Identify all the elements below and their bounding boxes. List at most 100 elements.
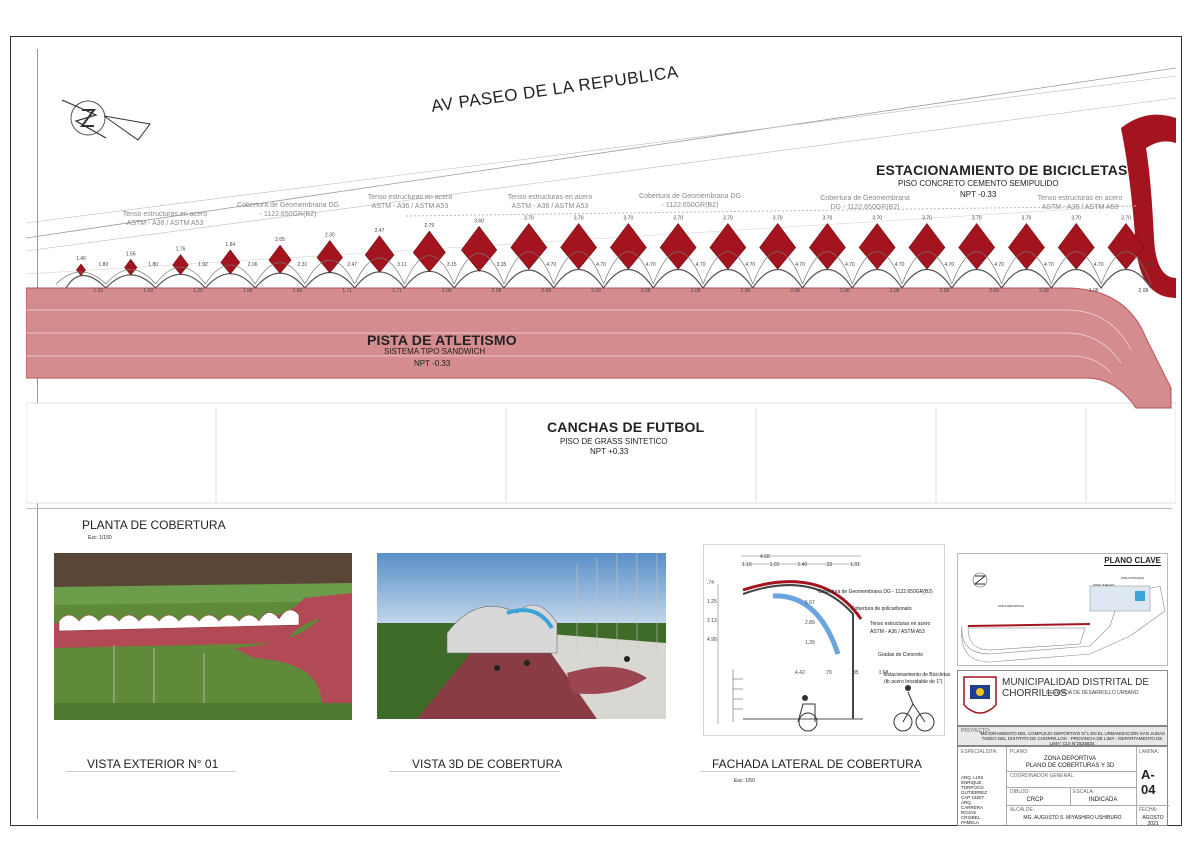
canopy-module (461, 225, 498, 272)
canopy-frame (951, 251, 1002, 285)
dimension-label: 3.60 (474, 218, 484, 224)
facade-dim: 4.68 (760, 554, 770, 560)
canopy-frame (652, 251, 704, 285)
facade-note: Tenso estructuras en acero (870, 621, 931, 627)
project-text: "MEJORAMIENTO DEL COMPLEJO DEPORTIVO N°1… (979, 731, 1165, 746)
canopy-frame (901, 251, 953, 285)
key-plan-label: ZONA JUEGOS (1093, 583, 1115, 587)
department: GERENCIA DE DESARROLLO URBANO (1046, 690, 1139, 696)
dimension-label: 2.05 (275, 237, 285, 243)
dimension-label: 4.70 (845, 262, 855, 268)
dimension-label: 3.35 (497, 262, 507, 268)
canopy-module (609, 223, 647, 270)
canopy-frame (453, 253, 505, 285)
dimension-label: 3.70 (922, 216, 932, 222)
canopy-frame (503, 251, 555, 285)
dimension-label: 3.70 (673, 216, 683, 222)
canopy-frame (354, 257, 405, 285)
render-3d (377, 553, 666, 719)
site-plan: 1.461.801.201.561.801.081.761.921.251.84… (26, 67, 1176, 504)
dimension-label: 1.76 (176, 247, 186, 253)
dimension-label: 3.70 (823, 216, 833, 222)
dimension-label: 1.71 (342, 288, 352, 294)
fields-floor: PISO DE GRASS SINTETICO (560, 437, 668, 446)
dimension-label: 3.70 (1071, 216, 1081, 222)
canopy-row: 1.461.801.201.561.801.081.761.921.251.84… (55, 205, 1154, 294)
track-title: PISTA DE ATLETISMO (367, 332, 517, 348)
dimension-label: 4.70 (994, 262, 1004, 268)
dimension-label: 3.70 (624, 216, 634, 222)
canopy-frame (55, 271, 107, 285)
plan-scale: Esc: 1/150 (88, 535, 112, 541)
dimension-label: 2.08 (641, 288, 651, 294)
dimension-label: 3.70 (1022, 216, 1032, 222)
dimension-label: 2.06 (248, 262, 258, 268)
canopy-frame (254, 262, 306, 285)
facade-note: (tb acero Inoxidable de 1") (884, 679, 943, 685)
dimension-label: 3.70 (524, 216, 534, 222)
key-plan-label: ZONA PISCINAS (1121, 576, 1145, 580)
dimension-label: 1.71 (392, 288, 402, 294)
canopy-module (858, 223, 896, 270)
drawn-by: CRCP (1026, 797, 1044, 803)
canopy-frame (404, 255, 455, 285)
dimension-label: 2.08 (691, 288, 701, 294)
view-label: VISTA EXTERIOR N° 01 (87, 757, 219, 771)
dimension-label: 4.70 (745, 262, 755, 268)
facade-drawing (703, 544, 945, 736)
dimension-label: 2.08 (790, 288, 800, 294)
dimension-label: 2.47 (347, 262, 357, 268)
dimension-label: 3.70 (972, 216, 982, 222)
fields-npt: NPT +0.33 (590, 447, 629, 456)
dimension-label: 4.70 (795, 262, 805, 268)
dimension-label: 4.70 (895, 262, 905, 268)
canopy-frame (1001, 251, 1052, 285)
project-box: PROYECTO: "MEJORAMIENTO DEL COMPLEJO DEP… (957, 726, 1168, 746)
dimension-label: 2.08 (940, 288, 950, 294)
canopy-frame (851, 251, 903, 285)
canopy-frame (205, 264, 256, 285)
facade-scale: Esc: 1/50 (734, 778, 755, 784)
dimension-label: 2.08 (541, 288, 551, 294)
date-value: AGOSTO 2021 (1142, 815, 1164, 827)
canopy-module (510, 223, 548, 270)
canopy-module (364, 235, 395, 273)
facade-note: Estacionamiento de Bicicletas (884, 672, 951, 678)
canopy-frame (553, 251, 604, 285)
canopy-frame (1100, 251, 1152, 285)
dimension-label: 4.70 (1144, 262, 1154, 268)
track-npt: NPT -0.33 (414, 359, 451, 368)
parking-line (405, 205, 1137, 217)
mayor-name: MG. AUGUSTO S. MIYASHIRO USHIBURO (1023, 815, 1122, 821)
facade-note: Cobertura de Geomembrana DG - 1122.650GR… (818, 589, 933, 595)
facade-note: ASTM - A36 / ASTM A53 (870, 629, 925, 635)
canopy-frame (702, 251, 754, 285)
sheet-name: PLANO DE COBERTURAS Y 3D (1025, 763, 1115, 769)
dimension-label: 2.08 (1039, 288, 1049, 294)
sheet-zone: ZONA DEPORTIVA (1043, 756, 1097, 762)
title-block-body: ESPECIALISTA: ARQ. LUIS ENRIQUE TORPOCO … (957, 746, 1169, 827)
canopy-module (412, 230, 446, 273)
canopy-frame (105, 269, 156, 285)
dimension-label: 3.70 (773, 216, 783, 222)
canopy-module (316, 240, 343, 274)
canopy-module (1107, 223, 1145, 270)
scale-value: INDICADA (1088, 797, 1118, 803)
canopy-frame (603, 251, 654, 285)
canopy-module (220, 249, 241, 275)
dimension-label: 4.70 (596, 262, 606, 268)
dimension-label: 3.70 (723, 216, 733, 222)
dimension-label: 2.08 (890, 288, 900, 294)
track-system: SISTEMA TIPO SANDWICH (384, 347, 486, 356)
canopy-module (809, 223, 846, 270)
dimension-label: 2.08 (740, 288, 750, 294)
bike-parking-title: ESTACIONAMIENTO DE BICICLETAS (876, 162, 1128, 178)
canopy-module (560, 223, 598, 270)
dimension-label: 4.70 (1094, 262, 1104, 268)
